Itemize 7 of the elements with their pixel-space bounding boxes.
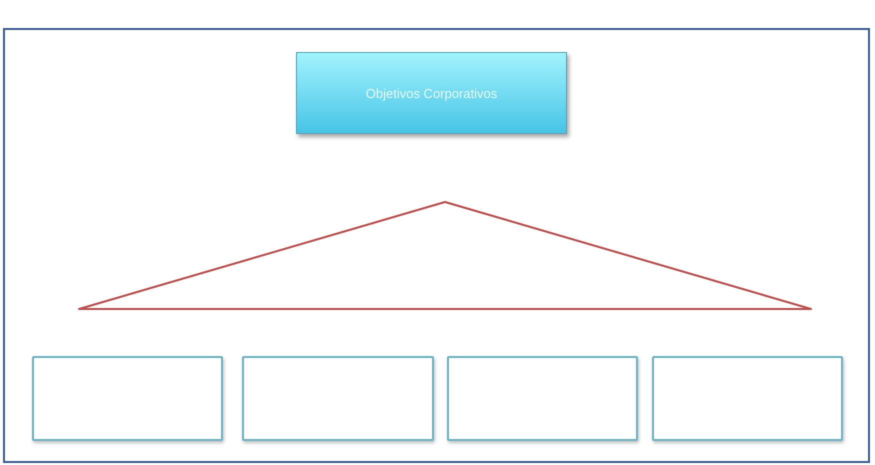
empty-box — [447, 356, 638, 441]
frame-panel — [3, 28, 870, 463]
empty-box — [652, 356, 843, 441]
empty-box — [32, 356, 223, 441]
process-box — [296, 52, 567, 134]
node-label: Objetivos Corporativos — [366, 86, 498, 100]
empty-box — [242, 356, 434, 441]
